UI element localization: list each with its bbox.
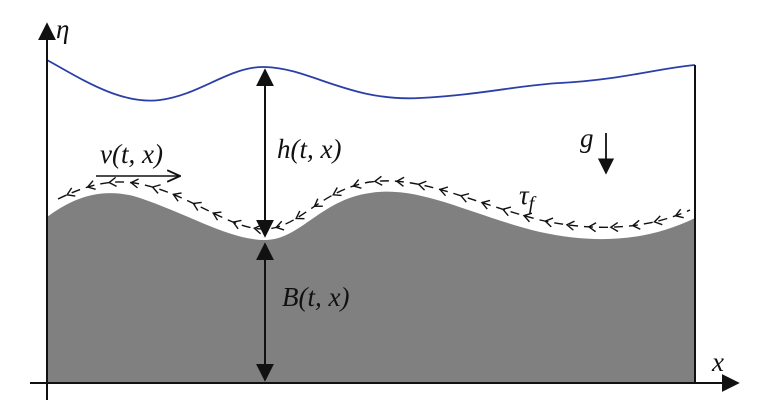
friction-chevron xyxy=(587,222,597,233)
friction-chevron xyxy=(212,211,222,221)
friction-chevron xyxy=(332,187,342,197)
friction-chevron xyxy=(631,219,641,230)
friction-chevron xyxy=(172,192,182,202)
friction-chevron xyxy=(313,198,323,208)
friction-chevron xyxy=(352,179,362,189)
friction-chevron xyxy=(86,180,96,191)
friction-chevron xyxy=(274,220,285,231)
friction-chevron xyxy=(417,180,427,191)
free-surface-curve xyxy=(46,59,696,102)
friction-chevron xyxy=(609,221,619,233)
friction-chevron xyxy=(438,186,449,197)
friction-chevron xyxy=(480,199,491,210)
bed-region xyxy=(47,191,695,383)
bed-label: B(t, x) xyxy=(282,282,349,312)
friction-chevron xyxy=(129,178,139,189)
friction-label: τf xyxy=(519,180,537,215)
gravity-label: g xyxy=(580,123,594,153)
friction-chevron xyxy=(653,215,663,226)
friction-chevron xyxy=(151,184,161,194)
friction-subscript: f xyxy=(529,193,537,215)
friction-chevron xyxy=(501,206,512,217)
friction-chevron xyxy=(459,192,470,203)
friction-chevron xyxy=(295,210,305,220)
velocity-label: v(t, x) xyxy=(100,139,163,169)
friction-symbol: τ xyxy=(519,180,530,210)
friction-chevron xyxy=(522,212,533,223)
eta-axis-label: η xyxy=(56,14,69,44)
depth-label: h(t, x) xyxy=(277,134,341,164)
friction-chevron xyxy=(565,220,575,231)
friction-chevron xyxy=(395,176,405,187)
friction-chevron xyxy=(192,201,202,211)
friction-chevron xyxy=(65,187,76,197)
friction-chevron xyxy=(674,208,684,219)
friction-chevron xyxy=(107,176,117,187)
friction-chevron xyxy=(373,175,383,186)
x-axis-label: x xyxy=(711,347,724,377)
friction-chevron xyxy=(232,219,242,230)
friction-chevron xyxy=(544,217,554,228)
